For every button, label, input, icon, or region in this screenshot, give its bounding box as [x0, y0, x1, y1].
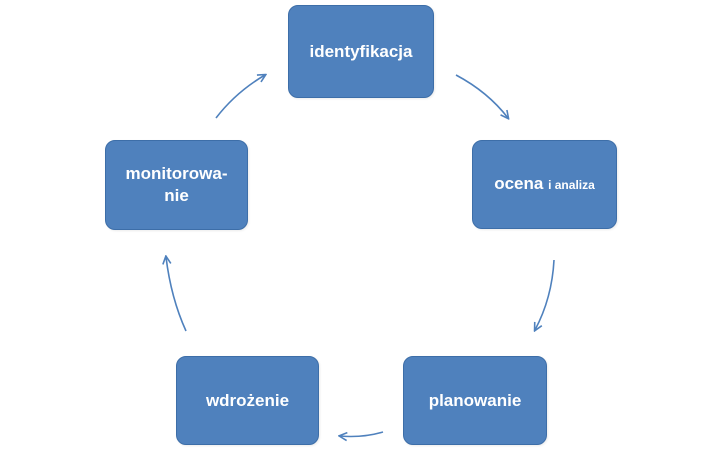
node-monitorowanie-line2: nie — [164, 186, 189, 205]
node-planowanie-label: planowanie — [428, 390, 522, 410]
node-identyfikacja-label: identyfikacja — [309, 41, 413, 61]
arrow-identyfikacja-to-ocena — [455, 74, 508, 118]
node-monitorowanie: monitorowa- nie — [105, 140, 248, 230]
arrow-wdrozenie-to-monitorowanie — [166, 257, 187, 332]
arrow-ocena-to-planowanie — [535, 259, 555, 330]
node-ocena-small-text: i analiza — [548, 178, 595, 192]
node-planowanie: planowanie — [403, 356, 547, 445]
node-monitorowanie-line1: monitorowa- — [125, 164, 228, 183]
node-ocena-i-analiza: ocena i analiza — [472, 140, 617, 229]
node-ocena-label: ocena i analiza — [494, 173, 595, 196]
arrow-monitorowanie-to-identyfikacja — [215, 75, 265, 119]
arrow-planowanie-to-wdrozenie — [340, 431, 384, 437]
node-ocena-main-text: ocena — [494, 174, 544, 193]
node-wdrozenie: wdrożenie — [176, 356, 319, 445]
node-identyfikacja: identyfikacja — [288, 5, 434, 98]
node-monitorowanie-label: monitorowa- nie — [126, 163, 228, 207]
node-wdrozenie-label: wdrożenie — [205, 390, 290, 410]
